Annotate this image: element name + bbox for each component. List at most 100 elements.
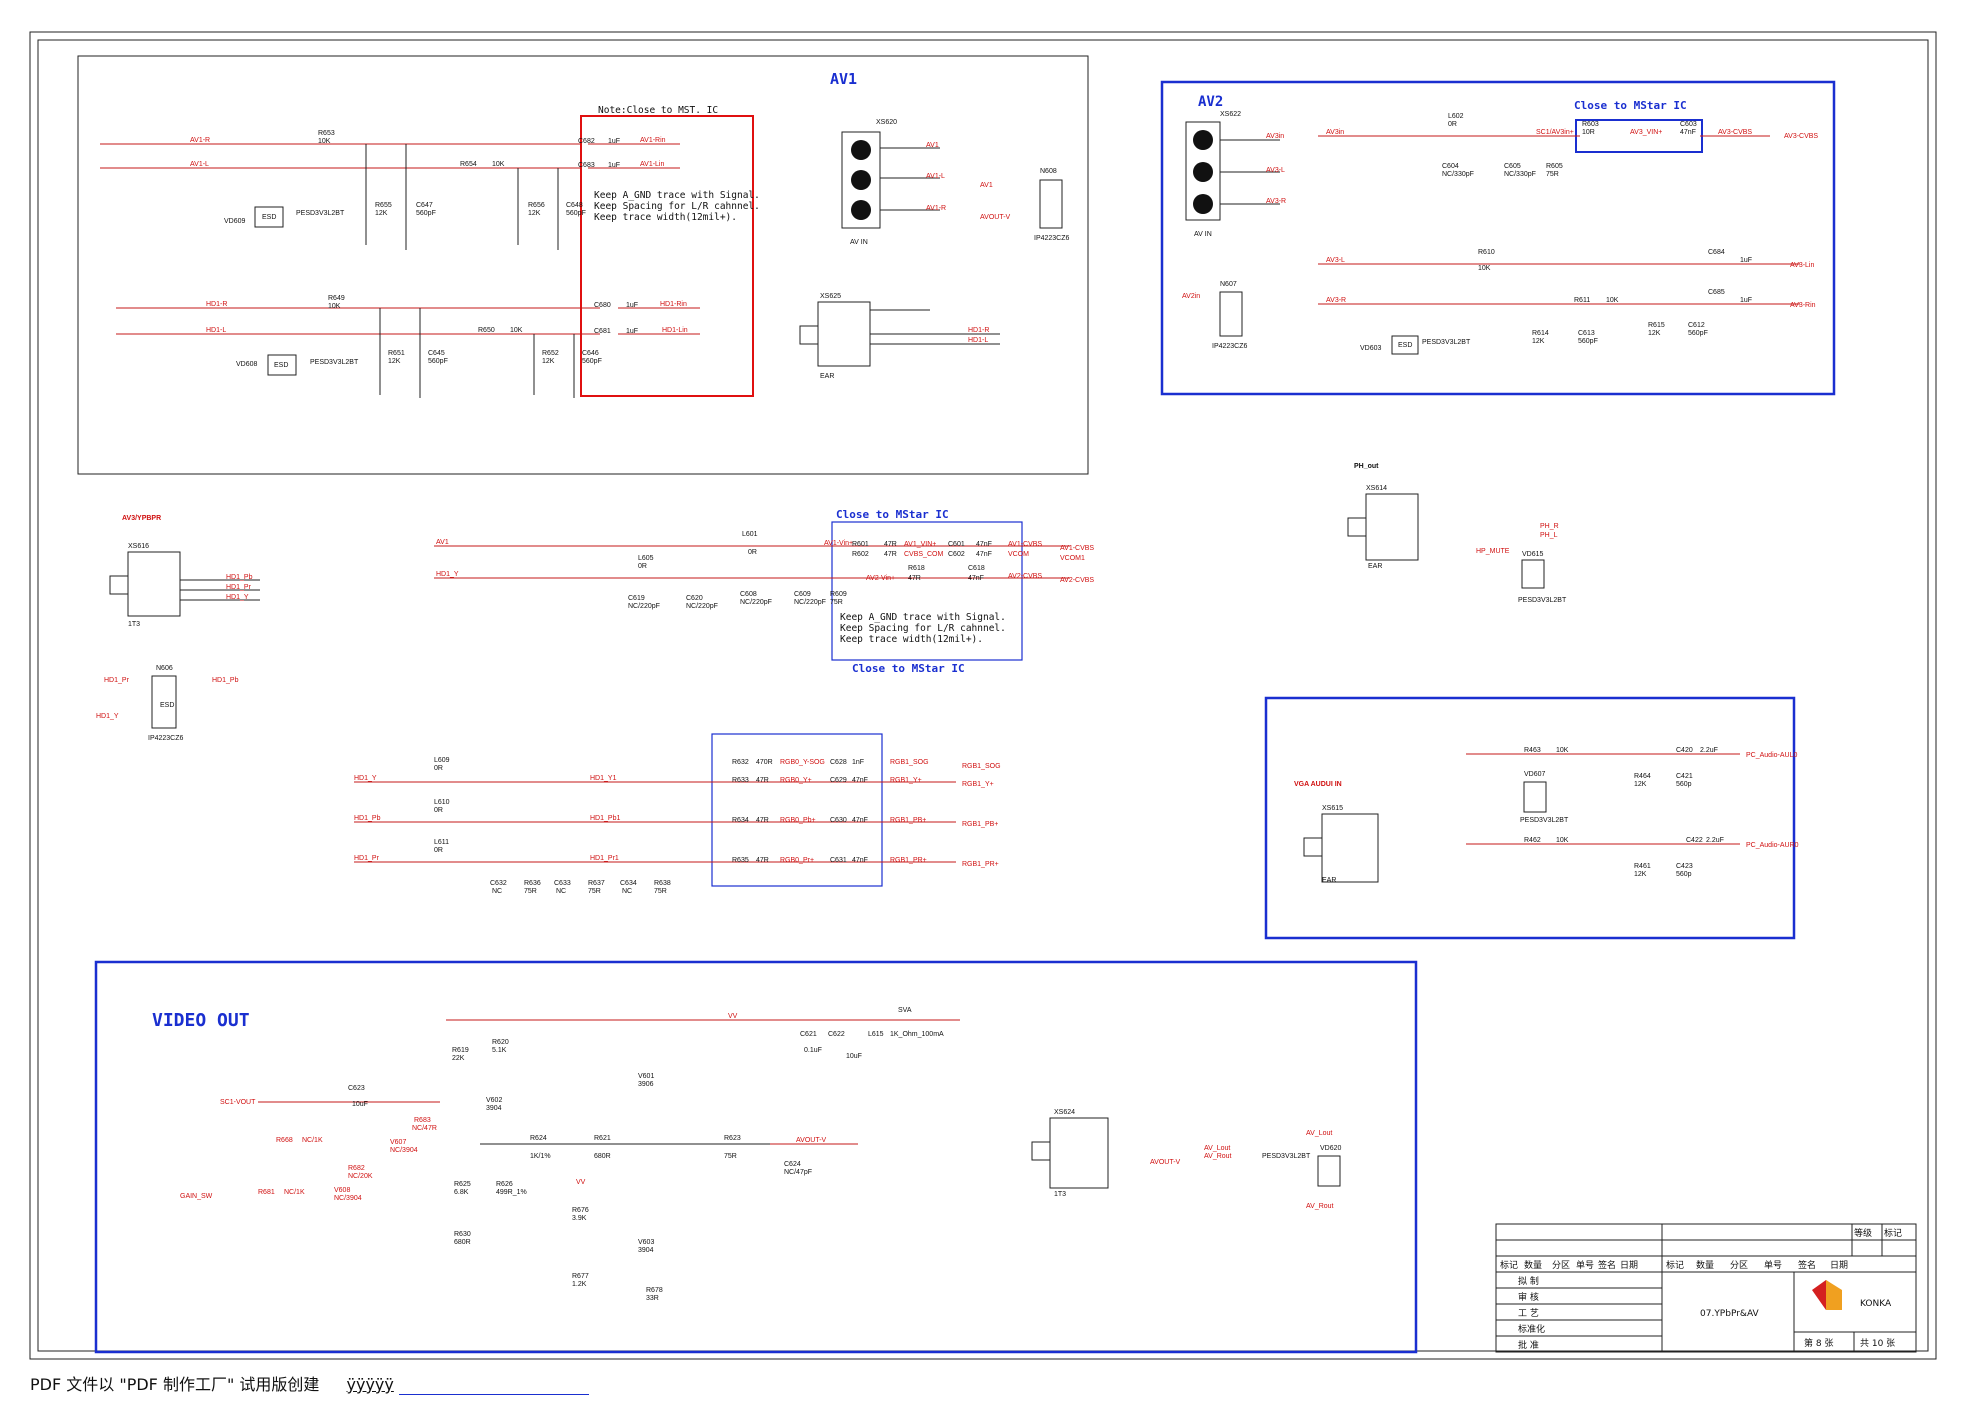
- video-out-title: VIDEO OUT: [152, 1010, 250, 1031]
- mid-keep-2: Keep Spacing for L/R cahnnel.: [840, 623, 1006, 634]
- r632-label: R632: [732, 759, 749, 766]
- net-hd1pb1: HD1_Pb1: [590, 815, 620, 822]
- c629-label: C629: [830, 777, 847, 784]
- n606-net-y: HD1_Y: [96, 713, 119, 720]
- tb-grade: 等级: [1854, 1227, 1872, 1239]
- net-sc1: SC1/AV3in+: [1536, 129, 1574, 136]
- net-gain-sw: GAIN_SW: [180, 1193, 213, 1200]
- net-avout-v: AVOUT-V: [796, 1137, 827, 1144]
- c613-label: C613: [1578, 330, 1595, 337]
- net-av1-mid: AV1: [436, 539, 449, 546]
- c608-label: C608: [740, 591, 757, 598]
- xs614-label: XS614: [1366, 485, 1387, 492]
- ph-out-title: PH_out: [1354, 463, 1379, 470]
- r651-label: R651: [388, 350, 405, 357]
- c685-value: 1uF: [1740, 297, 1752, 304]
- net-rgb1-y-out: RGB1_Y+: [962, 781, 994, 788]
- vd607-label: VD607: [1524, 771, 1546, 778]
- r624-label: R624: [530, 1135, 547, 1142]
- net-av1-r: AV1-R: [190, 137, 210, 144]
- xs624-net-avout: AVOUT-V: [1150, 1159, 1181, 1166]
- l610-label: L610: [434, 799, 450, 806]
- c647-value: 560pF: [416, 210, 436, 217]
- xs615-plug: [1303, 837, 1323, 857]
- c629-value: 47nF: [852, 777, 868, 784]
- r638-value: 75R: [654, 888, 667, 895]
- v601-label: V601: [638, 1073, 654, 1080]
- c623-label: C623: [348, 1085, 365, 1092]
- net-hd1-l: HD1-L: [206, 327, 226, 334]
- tb-process: 工 艺: [1518, 1308, 1539, 1319]
- c609-value: NC/220pF: [794, 599, 826, 606]
- r649-label: R649: [328, 295, 345, 302]
- outer-frame: [29, 31, 1937, 1360]
- r464-label: R464: [1634, 773, 1651, 780]
- c622-value: 10uF: [846, 1053, 862, 1060]
- r668-value: NC/1K: [302, 1137, 323, 1144]
- c681-label: C681: [594, 328, 611, 335]
- l609-value: 0R: [434, 765, 443, 772]
- r636-value: 75R: [524, 888, 537, 895]
- net-av1-cvbs-out: AV1-CVBS: [1060, 545, 1094, 552]
- konka-logo-icon: [1812, 1280, 1842, 1310]
- xs620-label: XS620: [876, 119, 897, 126]
- net-hd1-lin: HD1-Lin: [662, 327, 688, 334]
- r611-value: 10K: [1606, 297, 1619, 304]
- tb-g6: 日期: [1830, 1260, 1848, 1271]
- net-hd1-rin: HD1-Rin: [660, 301, 687, 308]
- pdf-footer: PDF 文件以 "PDF 制作工厂" 试用版创建 ÿÿÿÿÿ: [30, 1371, 589, 1395]
- r683-label: R683: [414, 1117, 431, 1124]
- xs616-body: [127, 551, 181, 617]
- xs620-body: [841, 131, 881, 229]
- tb-sheet: 第 8 张: [1804, 1337, 1833, 1349]
- net-rgb1-y: RGB1_Y+: [890, 777, 922, 784]
- c620-value: NC/220pF: [686, 603, 718, 610]
- r603-label: R603: [1582, 121, 1599, 128]
- vd607-body: [1523, 781, 1547, 813]
- v602-label: V602: [486, 1097, 502, 1104]
- r619-value: 22K: [452, 1055, 465, 1062]
- tb-h3: 分区: [1552, 1260, 1570, 1271]
- video-out-block: [94, 960, 1418, 1354]
- xs615-body: [1321, 813, 1379, 883]
- tb-review: 审 核: [1518, 1291, 1539, 1303]
- vd608-esd-body: [267, 354, 297, 376]
- v608-value: NC/3904: [334, 1195, 362, 1202]
- r656-value: 12K: [528, 210, 541, 217]
- xs620-jack-1: [851, 140, 871, 160]
- r626-label: R626: [496, 1181, 513, 1188]
- r463-label: R463: [1524, 747, 1541, 754]
- c681-value: 1uF: [626, 328, 638, 335]
- c613-value: 560pF: [1578, 338, 1598, 345]
- vd615-body: [1521, 559, 1545, 589]
- xs615-label: XS615: [1322, 805, 1343, 812]
- c618-value: 47nF: [968, 575, 984, 582]
- r652-label: R652: [542, 350, 559, 357]
- r623-value: 75R: [724, 1153, 737, 1160]
- n608-net-av1: AV1: [980, 182, 993, 189]
- n606-esd-text: ESD: [160, 702, 174, 709]
- r461-value: 12K: [1634, 871, 1647, 878]
- tb-h1: 标记: [1500, 1259, 1518, 1271]
- tb-h6: 日期: [1620, 1260, 1638, 1271]
- r625-label: R625: [454, 1181, 471, 1188]
- xs616-net-pb: HD1_Pb: [226, 574, 253, 581]
- mid-keep-1: Keep A_GND trace with Signal.: [840, 612, 1006, 623]
- xs616-plug: [109, 575, 129, 595]
- c623-value: 10uF: [352, 1101, 368, 1108]
- av1-note-box: [580, 115, 754, 397]
- r601-label: R601: [852, 541, 869, 548]
- r637-label: R637: [588, 880, 605, 887]
- xs625-label: XS625: [820, 293, 841, 300]
- net-hd1y-in: HD1_Y: [354, 775, 377, 782]
- n607-label: N607: [1220, 281, 1237, 288]
- net-rgb1-sog: RGB1_SOG: [890, 759, 929, 766]
- keep-note-2: Keep Spacing for L/R cahnnel.: [594, 201, 760, 212]
- xs625-plug: [799, 325, 819, 345]
- r682-label: R682: [348, 1165, 365, 1172]
- tb-standard: 标准化: [1518, 1323, 1545, 1335]
- r653-value: 10K: [318, 138, 331, 145]
- c634-value: NC: [622, 888, 632, 895]
- vd608-label: VD608: [236, 361, 258, 368]
